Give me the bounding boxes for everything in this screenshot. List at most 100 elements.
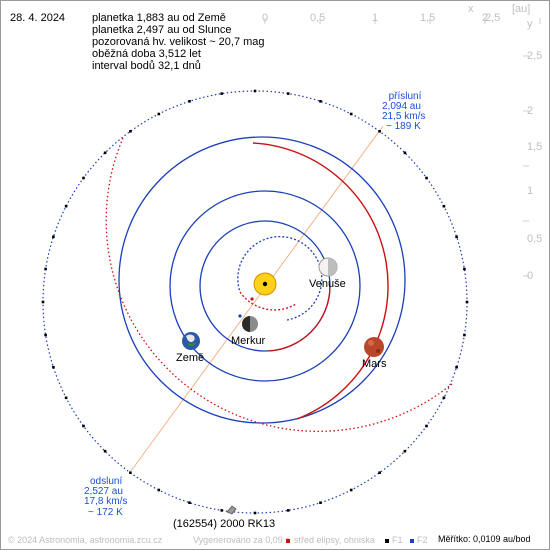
y-axis-label: y	[527, 18, 533, 30]
orbit-interval-point	[188, 100, 191, 103]
venus-icon	[318, 257, 338, 277]
orbit-interval-point	[442, 396, 446, 400]
orbit-interval-point	[157, 112, 161, 116]
orbit-interval-point	[220, 92, 224, 95]
y-tick-0: 0	[527, 270, 534, 282]
orbit-interval-point	[425, 424, 428, 428]
info-interval: interval bodů 32,1 dnů	[92, 60, 201, 72]
aphelion-temperature: ~ 172 K	[88, 507, 123, 518]
orbit-interval-point	[253, 89, 257, 93]
asteroid-info: planetka 1,883 au od Země planetka 2,497…	[92, 12, 265, 72]
orbit-interval-point	[253, 511, 257, 515]
mars-orbit-below	[252, 142, 389, 420]
y-tick-1-5: 1,5	[527, 141, 543, 153]
apsis-line	[130, 125, 384, 472]
x-axis-label: x	[468, 3, 474, 15]
orbit-interval-point	[157, 488, 161, 492]
aphelion-speed: 17,8 km/s	[84, 496, 128, 507]
legend-f1-marker	[385, 539, 389, 543]
orbit-interval-point	[378, 471, 381, 474]
right-scale-ticks	[523, 55, 529, 277]
orbit-interval-point	[220, 509, 224, 512]
legend-center-marker	[286, 539, 290, 543]
copyright-text: © 2024 Astronomia, astronomia.zcu.cz	[8, 535, 163, 545]
orbit-interval-point	[286, 92, 290, 95]
perihelion-temperature: ~ 189 K	[386, 121, 421, 132]
date-label: 28. 4. 2024	[10, 12, 66, 24]
mercury-orbit	[237, 235, 323, 321]
earth-label: Země	[176, 352, 205, 364]
x-tick-2: 2	[482, 12, 489, 24]
scale-text: Měřítko: 0,0109 au/bod	[438, 534, 531, 544]
orbit-interval-point	[82, 424, 85, 428]
aphelion-distance: 2,527 au	[84, 486, 123, 497]
ellipse-center-marker	[250, 297, 254, 301]
orbit-interval-point	[286, 509, 290, 512]
orbit-interval-point	[463, 267, 466, 271]
y-tick-1: 1	[527, 185, 534, 197]
legend-f1-label: F1	[392, 535, 403, 545]
x-tick-0: 0	[262, 12, 269, 24]
top-scale-ticks	[264, 18, 541, 24]
info-earth-distance: planetka 1,883 au od Země	[92, 12, 226, 24]
orbit-interval-point	[129, 130, 132, 133]
orbit-interval-point	[463, 333, 466, 337]
orbit-interval-point	[403, 151, 407, 155]
x-tick-1-5: 1,5	[420, 12, 436, 24]
info-magnitude: pozorovaná hv. velikost ~ 20,7 mag	[92, 36, 265, 48]
perihelion-label: přísluní	[375, 91, 435, 102]
orbit-interval-point	[403, 449, 407, 453]
info-period: oběžná doba 3,512 let	[92, 48, 201, 60]
earth-icon	[182, 332, 200, 350]
orbit-interval-point	[44, 267, 47, 271]
orbit-interval-point	[455, 365, 458, 369]
asteroid-orbit-lower	[105, 137, 453, 432]
x-tick-0-5: 0,5	[310, 12, 326, 24]
x-tick-2-5: 2,5	[485, 12, 501, 24]
mars-icon	[364, 337, 384, 357]
orbit-interval-point	[378, 130, 381, 133]
mercury-position-marker	[238, 314, 242, 318]
perihelion-title: přísluní	[388, 91, 422, 102]
orbit-interval-point	[425, 176, 428, 180]
legend-f2-label: F2	[417, 535, 428, 545]
venus-orbit-below	[267, 285, 331, 352]
orbit-interval-point	[129, 471, 132, 474]
earth-orbit	[169, 190, 361, 382]
y-tick-2: 2	[527, 105, 534, 117]
orbit-interval-point	[442, 204, 446, 208]
y-tick-2-5: 2,5	[527, 50, 543, 62]
asteroid-name-label: (162554) 2000 RK13	[173, 518, 276, 530]
info-sun-distance: planetka 2,497 au od Slunce	[92, 24, 232, 36]
x-tick-1: 1	[372, 12, 379, 24]
orbit-interval-point	[64, 204, 68, 208]
orbit-interval-point	[82, 176, 85, 180]
aphelion-title: odsluní	[90, 476, 123, 487]
mercury-icon	[242, 316, 258, 332]
mars-orbit	[118, 136, 406, 424]
generated-time-text: Vygenerováno za 0,09 s	[193, 535, 290, 545]
orbit-interval-point	[103, 151, 107, 155]
venus-label: Venuše	[309, 278, 346, 290]
mercury-label: Merkur	[231, 335, 266, 347]
orbit-interval-point	[103, 449, 107, 453]
orbit-interval-point	[349, 112, 353, 116]
orbit-interval-point	[455, 235, 458, 239]
orbit-interval-point	[188, 501, 191, 504]
asteroid-icon	[226, 505, 237, 515]
orbit-interval-point	[319, 100, 322, 103]
mars-label: Mars	[362, 358, 387, 370]
y-tick-0-5: 0,5	[527, 233, 543, 245]
perihelion-distance: 2,094 au	[382, 101, 421, 112]
orbit-interval-point	[52, 235, 55, 239]
orbit-interval-point	[52, 365, 55, 369]
orbit-interval-point	[64, 396, 68, 400]
orbit-interval-point	[41, 300, 45, 304]
orbit-interval-point	[465, 300, 469, 304]
asteroid-orbit-points	[41, 89, 469, 515]
orbit-interval-point	[44, 333, 47, 337]
axis-unit-label: [au]	[512, 3, 531, 15]
legend-center-label: střed elipsy, ohniska	[294, 535, 375, 545]
perihelion-speed: 21,5 km/s	[382, 111, 426, 122]
